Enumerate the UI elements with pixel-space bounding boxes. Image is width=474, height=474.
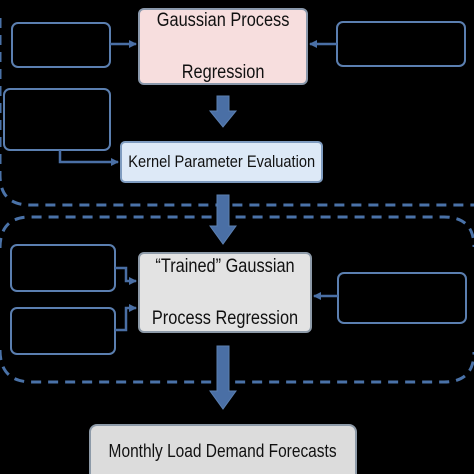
input-box-lower-left-1: [10, 244, 116, 292]
arrow-lowerleft2-to-trained: [115, 304, 137, 332]
monthly-load-forecasts-node: Monthly Load Demand Forecasts: [89, 424, 357, 474]
node-label-line: Process Regression: [151, 307, 299, 329]
gaussian-process-regression-node: Gaussian Process Regression: [138, 8, 308, 85]
block-arrow-trained-to-forecast: [209, 345, 237, 410]
training-stage-region: [0, 18, 474, 207]
arrow-midleft-to-kernel: [58, 150, 119, 166]
forecast-stage-region: [0, 215, 474, 249]
block-arrow-kernel-to-trained: [209, 194, 237, 245]
input-box-top-right: [336, 21, 466, 67]
input-box-mid-left: [3, 88, 111, 151]
block-arrow-gpr-to-kernel: [208, 95, 238, 128]
node-label-line: “Trained” Gaussian: [155, 255, 295, 277]
input-box-lower-right: [337, 272, 467, 324]
node-label-line: Gaussian Process: [156, 9, 290, 31]
node-label-line: Monthly Load Demand Forecasts: [108, 440, 338, 461]
input-box-top-left: [11, 22, 111, 68]
node-label-line: Regression: [181, 61, 265, 83]
forecast-stage-region-bottom: [0, 349, 474, 384]
node-label-line: Kernel Parameter Evaluation: [128, 152, 315, 171]
input-box-lower-left-2: [10, 307, 116, 355]
kernel-parameter-evaluation-node: Kernel Parameter Evaluation: [120, 141, 323, 183]
trained-gpr-node: “Trained” Gaussian Process Regression: [138, 252, 312, 333]
arrow-lowerleft1-to-trained: [115, 266, 137, 285]
